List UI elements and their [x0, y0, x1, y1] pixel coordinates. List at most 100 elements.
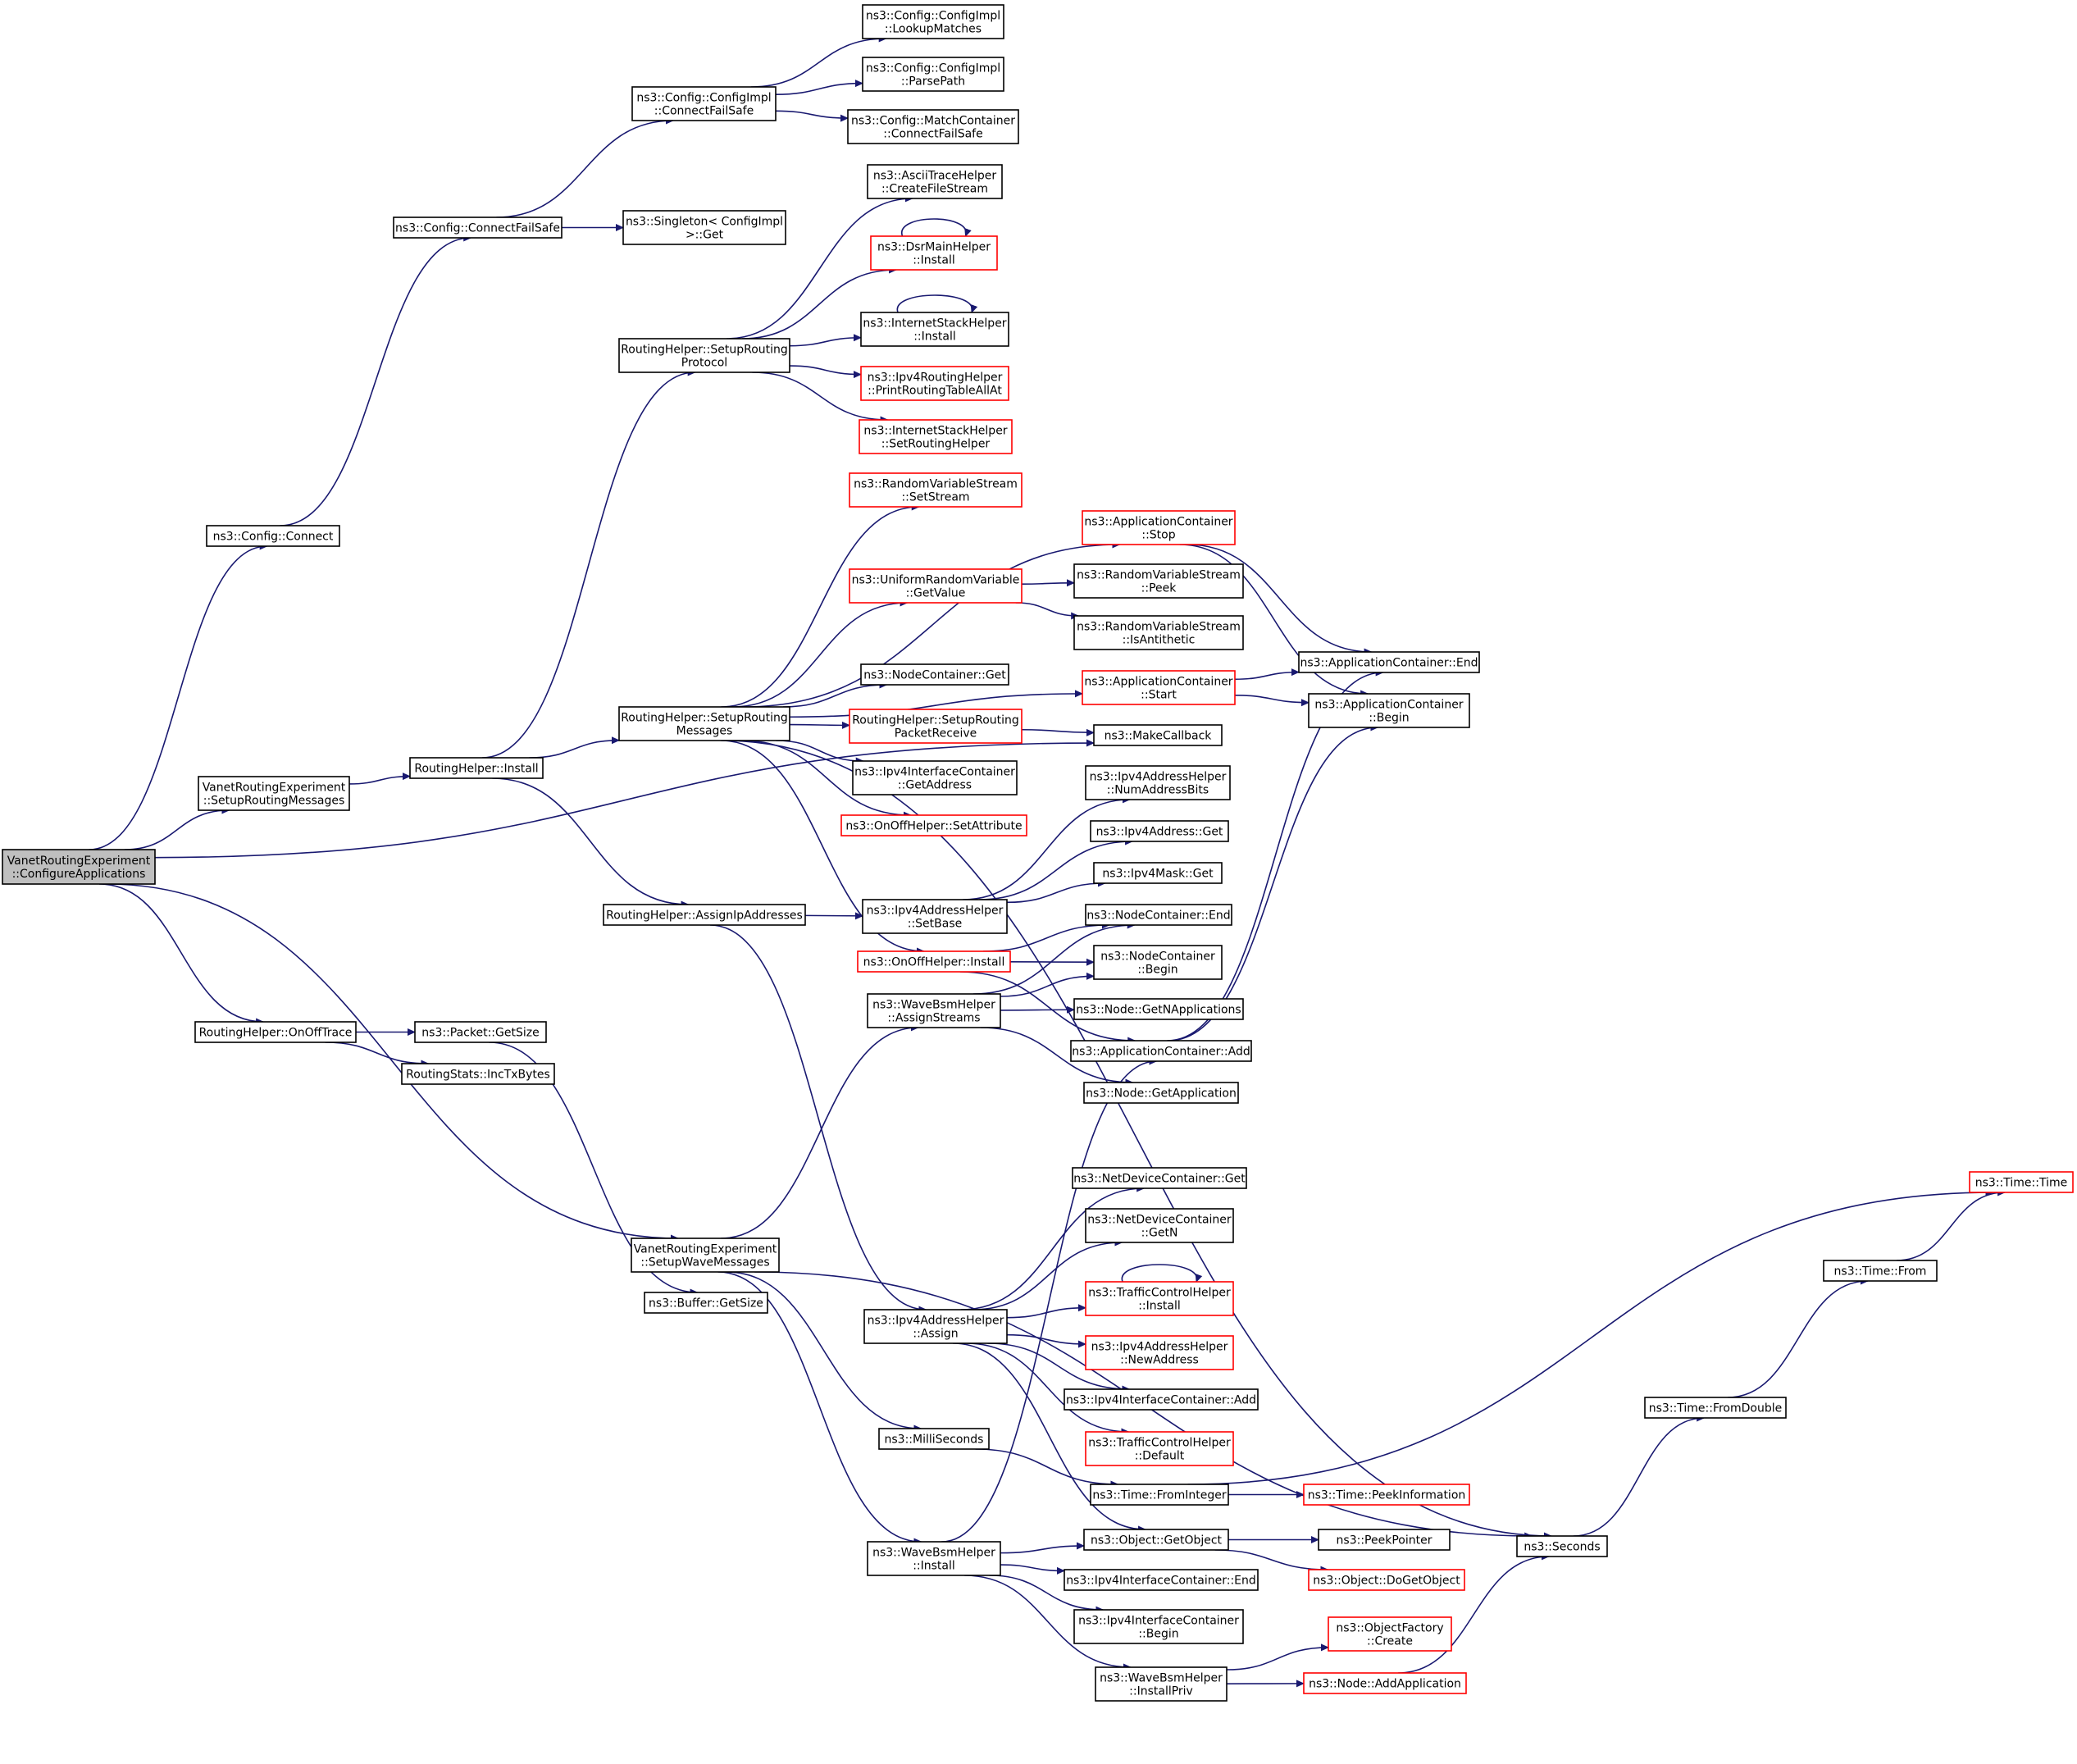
node-implConnectFS[interactable]: ns3::Config::ConfigImpl::ConnectFailSafe: [631, 86, 777, 121]
edge-root-to-n_cfgConnect: [89, 542, 268, 850]
node-setupRoutMsg[interactable]: RoutingHelper::SetupRoutingMessages: [618, 706, 790, 741]
node-pktGetSize[interactable]: ns3::Packet::GetSize: [414, 1021, 547, 1043]
node-box: [1070, 1040, 1252, 1062]
node-lookup[interactable]: ns3::Config::ConfigImpl::LookupMatches: [862, 4, 1004, 39]
node-label: ::Install: [913, 330, 956, 344]
edge-n_setupWave-to-n_wbAssign: [721, 1023, 919, 1239]
node-rvsPeek[interactable]: ns3::RandomVariableStream::Peek: [1073, 563, 1244, 599]
node-singleton[interactable]: ns3::Singleton< ConfigImpl>::Get: [622, 210, 786, 245]
node-getObject[interactable]: ns3::Object::GetObject: [1083, 1529, 1229, 1551]
node-nodeGetApp[interactable]: ns3::Node::GetApplication: [1083, 1082, 1239, 1104]
node-label: ns3::RandomVariableStream: [1077, 569, 1241, 582]
node-label: ns3::WaveBsmHelper: [872, 999, 995, 1012]
node-inetSetRH[interactable]: ns3::InternetStackHelper::SetRoutingHelp…: [859, 419, 1013, 454]
node-ascii[interactable]: ns3::AsciiTraceHelper::CreateFileStream: [867, 164, 1003, 199]
node-ipv4AddrGet[interactable]: ns3::Ipv4Address::Get: [1090, 820, 1229, 842]
node-fromInt[interactable]: ns3::Time::FromInteger: [1090, 1484, 1229, 1506]
node-doGetObj[interactable]: ns3::Object::DoGetObject: [1308, 1569, 1465, 1591]
node-urvGet[interactable]: ns3::UniformRandomVariable::GetValue: [849, 568, 1023, 604]
edge-n_setupPktRecv-to-n_makeCB: [1021, 728, 1095, 736]
node-ipv4rh[interactable]: ns3::Ipv4RoutingHelper::PrintRoutingTabl…: [860, 366, 1009, 401]
node-timeFrom[interactable]: ns3::Time::From: [1823, 1260, 1938, 1282]
node-incTx[interactable]: RoutingStats::IncTxBytes: [401, 1063, 555, 1085]
node-tcInstall[interactable]: ns3::TrafficControlHelper::Install: [1085, 1281, 1234, 1316]
edge-n_setupRoutMsg-to-n_ncGet: [783, 681, 888, 708]
node-peekPtr[interactable]: ns3::PeekPointer: [1318, 1529, 1451, 1551]
node-box: [1516, 1535, 1608, 1557]
node-label: ::SetupRoutingMessages: [203, 795, 345, 808]
node-label: ns3::NetDeviceContainer::Get: [1073, 1173, 1246, 1186]
node-iicBegin[interactable]: ns3::Ipv4InterfaceContainer::Begin: [1073, 1609, 1244, 1644]
node-iicGetAddr[interactable]: ns3::Ipv4InterfaceContainer::GetAddress: [852, 760, 1018, 795]
node-box: [1083, 1529, 1229, 1551]
node-label: ns3::Ipv4AddressHelper: [868, 1315, 1004, 1328]
node-cfgConnectFS[interactable]: ns3::Config::ConnectFailSafe: [393, 217, 563, 239]
node-ipv4MaskGet[interactable]: ns3::Ipv4Mask::Get: [1093, 862, 1223, 884]
node-wbInstallPriv[interactable]: ns3::WaveBsmHelper::InstallPriv: [1095, 1666, 1228, 1702]
node-milli[interactable]: ns3::MilliSeconds: [878, 1428, 990, 1450]
node-seconds[interactable]: ns3::Seconds: [1516, 1535, 1608, 1557]
nodes-layer: VanetRoutingExperiment::ConfigureApplica…: [2, 4, 2074, 1702]
node-label: ::LookupMatches: [885, 23, 982, 36]
node-peekInfo[interactable]: ns3::Time::PeekInformation: [1303, 1484, 1470, 1506]
node-ncEnd[interactable]: ns3::NodeContainer::End: [1085, 904, 1232, 926]
node-tcDefault[interactable]: ns3::TrafficControlHelper::Default: [1085, 1431, 1234, 1466]
node-wbAssign[interactable]: ns3::WaveBsmHelper::AssignStreams: [867, 993, 1001, 1028]
edge-n_tcInstall-to-n_tcInstall: [1121, 1264, 1203, 1283]
node-box: [1073, 1609, 1244, 1644]
node-acBegin[interactable]: ns3::ApplicationContainer::Begin: [1308, 693, 1470, 728]
node-timeTime[interactable]: ns3::Time::Time: [1969, 1171, 2074, 1193]
node-acStart[interactable]: ns3::ApplicationContainer::Start: [1082, 670, 1236, 705]
node-box: [409, 757, 544, 779]
node-numAddrBits[interactable]: ns3::Ipv4AddressHelper::NumAddressBits: [1085, 765, 1231, 800]
node-onoffInstall[interactable]: ns3::OnOffHelper::Install: [857, 950, 1011, 973]
node-acStop[interactable]: ns3::ApplicationContainer::Stop: [1082, 510, 1236, 545]
node-makeCB[interactable]: ns3::MakeCallback: [1093, 724, 1223, 746]
node-newAddr[interactable]: ns3::Ipv4AddressHelper::NewAddress: [1085, 1335, 1234, 1370]
edge-n_ipv4Assign-to-n_newAddr: [1006, 1333, 1086, 1348]
node-label: ns3::DsrMainHelper: [877, 241, 991, 254]
node-label: ::ParsePath: [901, 75, 965, 89]
node-ipv4Assign[interactable]: ns3::Ipv4AddressHelper::Assign: [863, 1309, 1008, 1344]
node-parse[interactable]: ns3::Config::ConfigImpl::ParsePath: [862, 57, 1004, 92]
node-onOffTrace[interactable]: RoutingHelper::OnOffTrace: [194, 1021, 357, 1043]
node-label: ns3::Node::GetApplication: [1086, 1087, 1237, 1101]
node-ncBegin[interactable]: ns3::NodeContainer::Begin: [1093, 945, 1223, 980]
node-acAdd[interactable]: ns3::ApplicationContainer::Add: [1070, 1040, 1252, 1062]
node-matchCFS[interactable]: ns3::Config::MatchContainer::ConnectFail…: [847, 109, 1019, 144]
node-rvsAnti[interactable]: ns3::RandomVariableStream::IsAntithetic: [1073, 615, 1244, 650]
node-onoffSetAttr[interactable]: ns3::OnOffHelper::SetAttribute: [840, 814, 1027, 836]
node-ndcGet[interactable]: ns3::NetDeviceContainer::Get: [1072, 1167, 1247, 1189]
node-fromDouble[interactable]: ns3::Time::FromDouble: [1644, 1397, 1787, 1419]
node-nodeGetN[interactable]: ns3::Node::GetNApplications: [1073, 998, 1244, 1020]
node-label: ns3::InternetStackHelper: [863, 425, 1007, 438]
node-iicAdd[interactable]: ns3::Ipv4InterfaceContainer::Add: [1064, 1388, 1259, 1411]
node-label: ns3::ApplicationContainer::End: [1300, 657, 1478, 670]
node-box: [860, 366, 1009, 401]
node-dsr[interactable]: ns3::DsrMainHelper::Install: [870, 235, 998, 271]
node-ofCreate[interactable]: ns3::ObjectFactory::Create: [1328, 1616, 1452, 1652]
node-root[interactable]: VanetRoutingExperiment::ConfigureApplica…: [2, 849, 156, 885]
node-rhInstall[interactable]: RoutingHelper::Install: [409, 757, 544, 779]
node-setupWave[interactable]: VanetRoutingExperiment::SetupWaveMessage…: [631, 1238, 780, 1273]
node-setBase[interactable]: ns3::Ipv4AddressHelper::SetBase: [862, 899, 1008, 934]
node-rvsSet[interactable]: ns3::RandomVariableStream::SetStream: [849, 472, 1023, 508]
edge-n_ipv4Assign-to-n_ndcGet: [960, 1184, 1146, 1310]
node-ncGet[interactable]: ns3::NodeContainer::Get: [860, 663, 1009, 686]
edge-root-to-n_makeCB: [154, 739, 1095, 859]
node-setupRoutMsgV[interactable]: VanetRoutingExperiment::SetupRoutingMess…: [198, 776, 350, 811]
node-box: [1082, 670, 1236, 705]
node-acEnd[interactable]: ns3::ApplicationContainer::End: [1298, 651, 1480, 673]
node-cfgConnect[interactable]: ns3::Config::Connect: [206, 525, 340, 547]
node-box: [1085, 1335, 1234, 1370]
node-assignIp[interactable]: RoutingHelper::AssignIpAddresses: [603, 904, 806, 926]
node-wbInstall[interactable]: ns3::WaveBsmHelper::Install: [867, 1541, 1001, 1576]
node-inetInstall[interactable]: ns3::InternetStackHelper::Install: [860, 312, 1009, 347]
node-iicEnd[interactable]: ns3::Ipv4InterfaceContainer::End: [1064, 1569, 1259, 1591]
node-bufGetSize[interactable]: ns3::Buffer::GetSize: [644, 1292, 768, 1314]
node-ndcGetN[interactable]: ns3::NetDeviceContainer::GetN: [1085, 1208, 1234, 1243]
node-label: ns3::Ipv4InterfaceContainer::End: [1066, 1575, 1256, 1588]
node-nodeAddApp[interactable]: ns3::Node::AddApplication: [1303, 1672, 1467, 1694]
